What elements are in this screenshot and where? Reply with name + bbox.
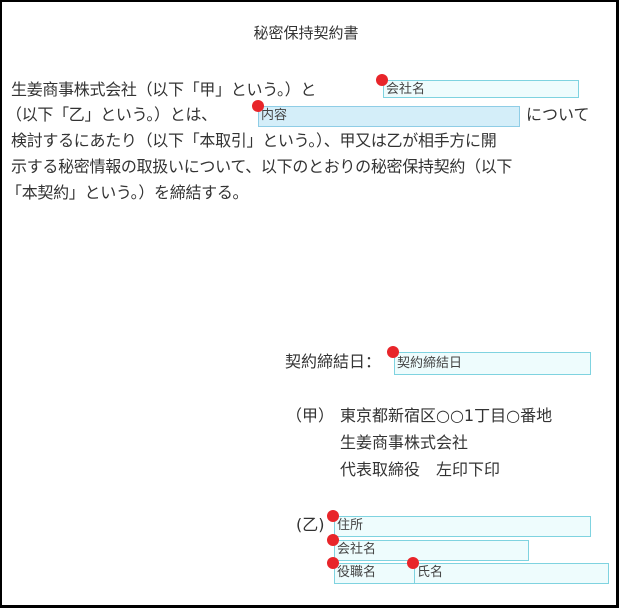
body-line-1: 生姜商事株式会社（以下「甲」という。）と — [11, 80, 317, 99]
body-line-4: 示する秘密情報の取扱いについて、以下のとおりの秘密保持契約（以下 — [11, 157, 513, 176]
body-line-3: 検討するにあたり（以下「本取引」という。）、甲又は乙が相手方に開 — [11, 131, 497, 150]
party-a-company: 生姜商事株式会社 — [340, 433, 469, 452]
required-marker-icon — [376, 74, 388, 86]
party-a-label: （甲） — [286, 406, 335, 425]
party-b-company-inline-field[interactable]: 会社名 — [383, 80, 579, 98]
required-marker-icon — [407, 557, 419, 569]
party-a-address: 東京都新宿区○○1丁目○番地 — [340, 406, 553, 425]
content-field[interactable]: 内容 — [258, 106, 520, 127]
party-b-address-field[interactable]: 住所 — [334, 516, 591, 537]
party-b-company-field[interactable]: 会社名 — [334, 540, 529, 561]
contract-date-field[interactable]: 契約締結日 — [394, 352, 591, 375]
required-marker-icon — [327, 557, 339, 569]
required-marker-icon — [252, 100, 264, 112]
body-line-2-suffix: について — [526, 105, 590, 124]
required-marker-icon — [327, 534, 339, 546]
party-b-label: (乙) — [296, 515, 325, 534]
body-line-2-prefix: （以下「乙」という。）とは、 — [6, 105, 217, 124]
document-title: 秘密保持契約書 — [253, 24, 359, 42]
contract-date-label: 契約締結日： — [285, 352, 382, 371]
required-marker-icon — [387, 346, 399, 358]
body-line-5: 「本契約」という。）を締結する。 — [6, 183, 249, 202]
party-b-title-field[interactable]: 役職名 — [334, 563, 415, 584]
party-b-name-field[interactable]: 氏名 — [414, 563, 609, 584]
required-marker-icon — [327, 510, 339, 522]
party-a-representative: 代表取締役 左印下印 — [340, 460, 501, 479]
